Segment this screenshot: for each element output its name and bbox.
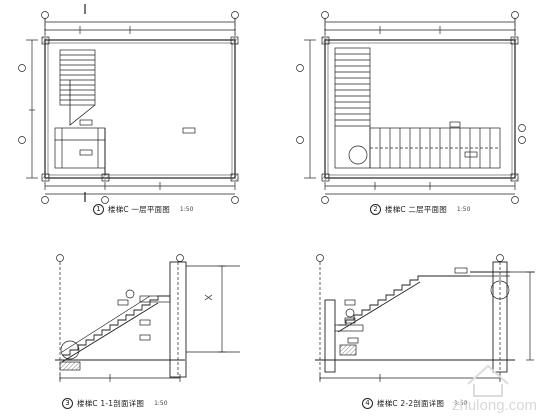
drawing-number-badge: 1 bbox=[93, 204, 104, 215]
watermark-text: zhulong.com bbox=[452, 397, 537, 414]
drawing-number-badge: 2 bbox=[370, 204, 381, 215]
drawing-number-badge: 3 bbox=[62, 398, 73, 409]
drawing-number-badge: 4 bbox=[362, 398, 373, 409]
section-4-scale: 1:50 bbox=[454, 400, 468, 407]
zhulong-watermark: zhulong.com bbox=[452, 364, 537, 414]
plan-1-scale: 1:50 bbox=[179, 206, 194, 213]
plan-1-title: 楼梯C 一层平面图 bbox=[108, 205, 170, 214]
section-4-2-2 bbox=[315, 254, 535, 382]
plan-1-first-floor bbox=[18, 4, 239, 204]
section-3-title: 楼梯C 1-1剖面详图 bbox=[77, 399, 145, 408]
plan-2-caption: 2 楼梯C 二层平面图 1:50 bbox=[370, 204, 470, 215]
section-3-caption: 3 楼梯C 1-1剖面详图 1:50 bbox=[62, 398, 168, 409]
section-4-title: 楼梯C 2-2剖面详图 bbox=[377, 399, 445, 408]
section-4-caption: 4 楼梯C 2-2剖面详图 1:50 bbox=[362, 398, 468, 409]
section-3-scale: 1:50 bbox=[154, 400, 168, 407]
plan-2-title: 楼梯C 二层平面图 bbox=[385, 205, 447, 214]
plan-1-caption: 1 楼梯C 一层平面图 1:50 bbox=[93, 204, 193, 215]
plan-2-scale: 1:50 bbox=[456, 206, 471, 213]
plan-2-second-floor bbox=[296, 11, 526, 204]
section-3-1-1 bbox=[55, 254, 240, 382]
